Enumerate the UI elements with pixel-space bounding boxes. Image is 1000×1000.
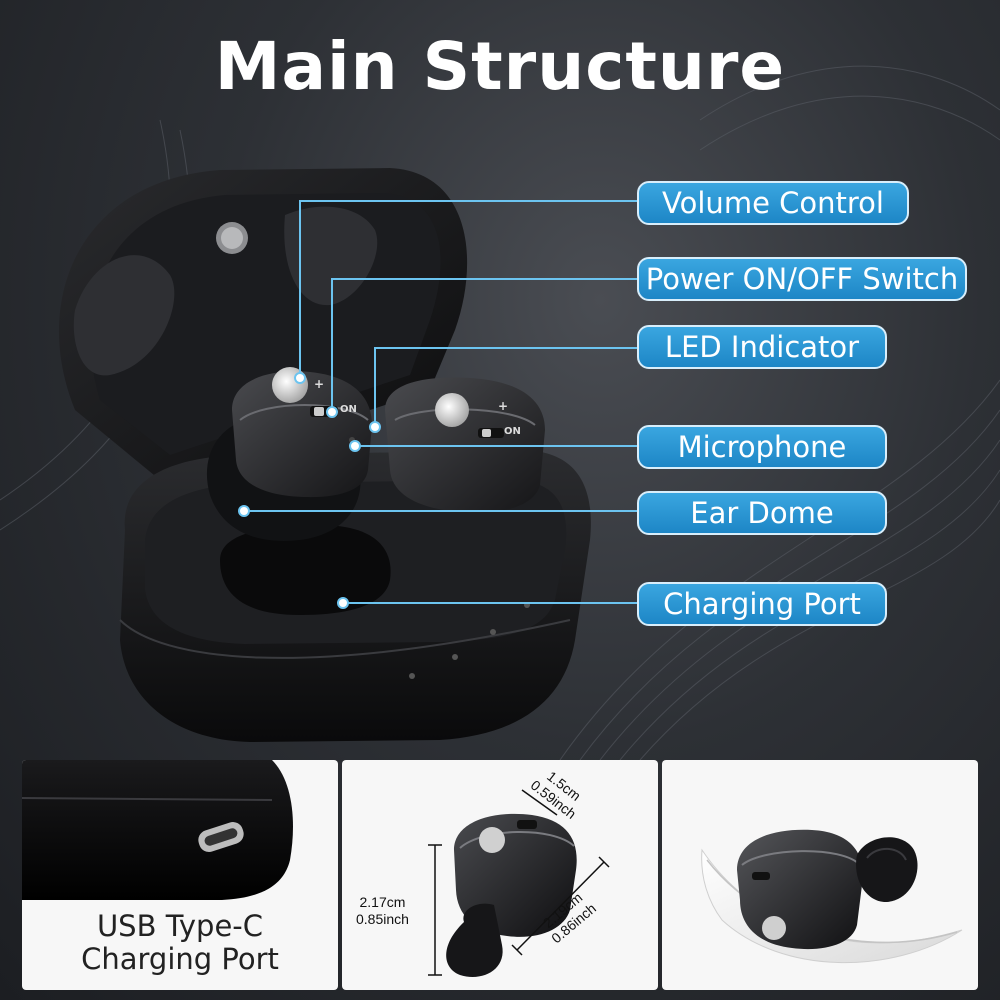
usb-port-illustration bbox=[22, 760, 293, 900]
right-earbud bbox=[385, 377, 545, 513]
callout-led-indicator: LED Indicator bbox=[637, 325, 887, 369]
height-inch: 0.85inch bbox=[356, 911, 409, 927]
usb-panel: USB Type-C Charging Port bbox=[22, 760, 338, 990]
feather-volume-knob-icon bbox=[762, 916, 786, 940]
height-cm: 2.17cm bbox=[359, 894, 406, 910]
charging-case-illustration: ON + + ON bbox=[58, 168, 591, 742]
callout-volume-control: Volume Control bbox=[637, 181, 909, 225]
earbud-dimensions-illustration bbox=[428, 789, 610, 977]
callout-microphone: Microphone bbox=[637, 425, 887, 469]
right-volume-knob-icon bbox=[435, 393, 469, 427]
right-on-marking: ON bbox=[504, 426, 521, 437]
page-title: Main Structure bbox=[214, 28, 786, 105]
left-plus-marking: + bbox=[314, 377, 324, 391]
usb-caption-line2: Charging Port bbox=[81, 942, 279, 976]
dim-volume-knob-icon bbox=[479, 827, 505, 853]
dimensions-panel: 1.5cm 0.59inch 2.17cm 0.85inch 2.19cm 0.… bbox=[342, 760, 658, 990]
height-dimension: 2.17cm 0.85inch bbox=[356, 894, 409, 928]
feather-panel bbox=[662, 760, 978, 990]
earbud-feather-illustration bbox=[701, 829, 963, 964]
left-on-marking: ON bbox=[340, 404, 357, 415]
usb-caption: USB Type-C Charging Port bbox=[22, 910, 338, 976]
right-plus-marking: + bbox=[498, 399, 508, 413]
usb-caption-line1: USB Type-C bbox=[96, 909, 264, 943]
left-volume-knob-icon bbox=[272, 367, 308, 403]
callout-ear-dome: Ear Dome bbox=[637, 491, 887, 535]
callout-charging-port: Charging Port bbox=[637, 582, 887, 626]
callout-power-switch: Power ON/OFF Switch bbox=[637, 257, 967, 301]
ear-dome-icon bbox=[856, 837, 918, 903]
